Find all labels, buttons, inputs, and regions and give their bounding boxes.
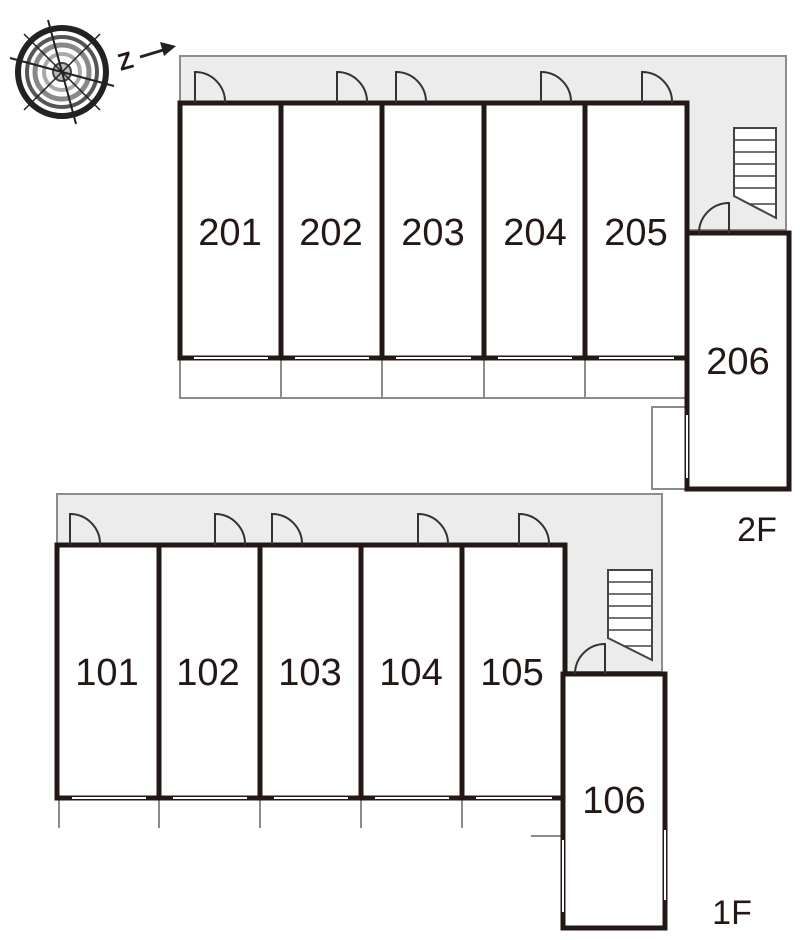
- door-202-icon: [336, 70, 369, 104]
- unit-label: 103: [278, 652, 341, 694]
- door-105-icon: [518, 512, 551, 546]
- door-201-icon: [194, 70, 227, 104]
- unit-label: 206: [706, 341, 769, 383]
- unit-103: [257, 542, 364, 801]
- floor-1f: 101 102 103 104 105 106 1F: [54, 493, 752, 932]
- balcony-203: [381, 357, 485, 399]
- unit-label: 105: [480, 652, 543, 694]
- balcony-201: [179, 357, 282, 399]
- unit-201: [177, 100, 284, 361]
- floor-label: 2F: [737, 511, 777, 549]
- unit-101: [54, 542, 162, 801]
- door-205-icon: [641, 70, 674, 104]
- unit-105: [459, 542, 568, 801]
- balcony-205: [584, 357, 688, 399]
- door-102-icon: [214, 512, 247, 546]
- door-103-icon: [271, 512, 304, 546]
- unit-label: 205: [604, 212, 667, 254]
- unit-102: [156, 542, 263, 801]
- unit-label: 202: [299, 212, 362, 254]
- balcony-partitions-1f: [58, 798, 563, 837]
- floor-2f: 201 202 203 204 205 206 2F: [177, 55, 792, 549]
- balcony-202: [280, 357, 383, 399]
- unit-label: 101: [75, 652, 138, 694]
- balcony-204: [483, 357, 586, 399]
- north-arrow-icon: Z: [115, 42, 176, 77]
- unit-202: [278, 100, 385, 361]
- unit-206: [684, 230, 792, 492]
- stairs-2f-icon: [733, 127, 777, 220]
- unit-label: 106: [582, 780, 645, 822]
- door-106-icon: [574, 642, 606, 675]
- windows-1f: [72, 797, 666, 912]
- door-104-icon: [417, 512, 450, 546]
- door-206-icon: [698, 201, 730, 234]
- unit-106: [560, 671, 668, 931]
- door-101-icon: [69, 512, 102, 546]
- unit-label: 104: [379, 652, 442, 694]
- floor-label: 1F: [712, 894, 752, 932]
- door-203-icon: [395, 70, 428, 104]
- balcony-206: [651, 406, 688, 490]
- unit-label: 201: [198, 212, 261, 254]
- unit-label: 102: [176, 652, 239, 694]
- compass-icon: [9, 19, 115, 125]
- unit-label: 203: [401, 212, 464, 254]
- door-204-icon: [540, 70, 573, 104]
- unit-104: [358, 542, 465, 801]
- north-letter: Z: [115, 47, 137, 77]
- windows-2f: [194, 357, 688, 478]
- stairs-1f-icon: [607, 569, 653, 662]
- unit-label: 204: [503, 212, 566, 254]
